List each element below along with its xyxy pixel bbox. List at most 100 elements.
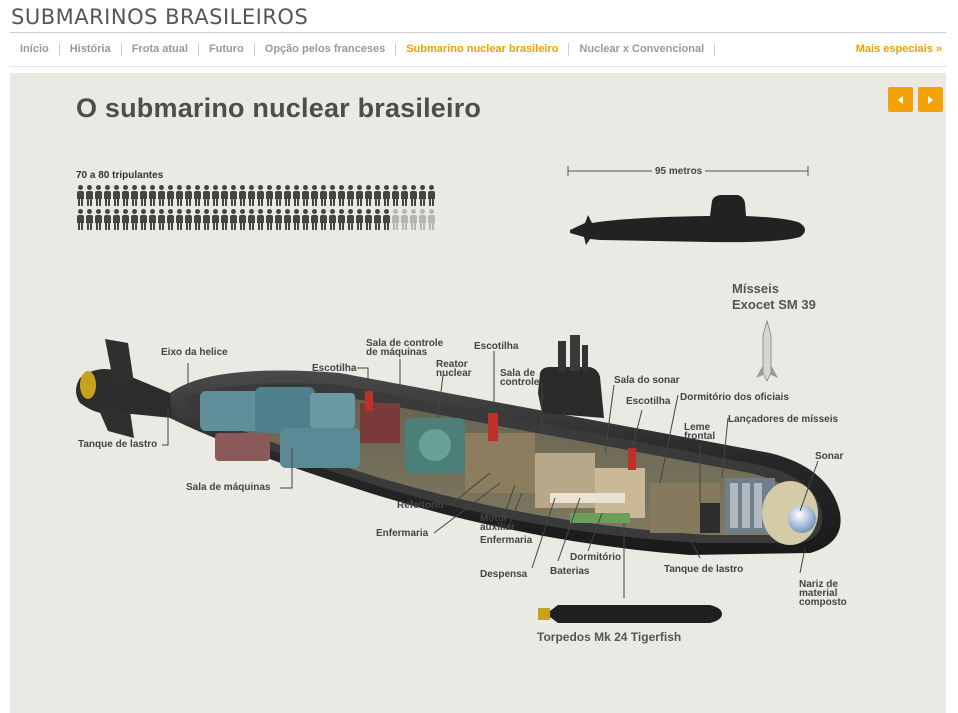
crew-person-icon (220, 185, 228, 207)
crew-person-icon (238, 209, 246, 231)
label-tanque-lastro-proa: Tanque de lastro (664, 564, 744, 575)
label-sala-maquinas: Sala de máquinas (186, 482, 271, 493)
crew-person-icon (382, 185, 390, 207)
crew-person-icon (427, 209, 435, 231)
crew-person-icon (139, 209, 147, 231)
label-enfermaria-1: Enfermaria (376, 528, 429, 539)
missiles-title-line2: Exocet SM 39 (732, 297, 816, 312)
infographic-title: O submarino nuclear brasileiro (76, 93, 482, 123)
title-divider (10, 32, 946, 33)
torpedo-label: Torpedos Mk 24 Tigerfish (537, 630, 682, 644)
label-reator-1: Reator (436, 359, 468, 370)
label-sala-sonar: Sala do sonar (614, 375, 680, 386)
crew-person-icon (193, 209, 201, 231)
crew-person-icon (256, 185, 264, 207)
mais-especiais-link[interactable]: Mais especiais » (855, 43, 942, 55)
crew-person-icon (283, 209, 291, 231)
crew-row-1 (76, 185, 476, 207)
crew-person-icon (301, 209, 309, 231)
crew-count-label: 70 a 80 tripulantes (76, 170, 164, 181)
crew-person-icon (193, 185, 201, 207)
label-tanque-lastro-popa: Tanque de lastro (78, 439, 158, 450)
crew-person-icon (274, 185, 282, 207)
nav-item-submarino-nuclear[interactable]: Submarino nuclear brasileiro (396, 42, 570, 56)
crew-person-icon (346, 209, 354, 231)
label-sala-controle-maquinas-1: Sala de controle (366, 338, 444, 349)
crew-person-icon (220, 209, 228, 231)
label-escotilha-2: Escotilha (474, 341, 519, 352)
crew-person-icon (292, 209, 300, 231)
crew-person-icon (409, 185, 417, 207)
crew-person-icon (337, 209, 345, 231)
crew-person-icon (148, 209, 156, 231)
label-baterias: Baterias (550, 566, 590, 577)
crew-person-icon (364, 185, 372, 207)
crew-person-icon (409, 209, 417, 231)
crew-person-icon (184, 209, 192, 231)
crew-person-icon (427, 185, 435, 207)
section-nav: Início História Frota atual Futuro Opção… (10, 36, 946, 62)
crew-person-icon (346, 185, 354, 207)
crew-person-icon (139, 185, 147, 207)
crew-person-icon (265, 185, 273, 207)
crew-person-icon (355, 209, 363, 231)
crew-person-icon (247, 209, 255, 231)
crew-person-icon (265, 209, 273, 231)
crew-person-icon (310, 209, 318, 231)
crew-person-icon (103, 209, 111, 231)
nav-item-nuclear-convencional[interactable]: Nuclear x Convencional (569, 42, 716, 56)
crew-person-icon (103, 185, 111, 207)
label-sala-controle-2: controle (500, 377, 540, 388)
crew-person-icon (94, 185, 102, 207)
crew-person-icon (229, 185, 237, 207)
nav-item-opcao-franceses[interactable]: Opção pelos franceses (255, 42, 397, 56)
crew-person-icon (175, 185, 183, 207)
crew-person-icon (121, 185, 129, 207)
label-refeitorio: Refeitorio (397, 500, 444, 511)
length-label: 95 metros (652, 166, 706, 177)
crew-person-icon (157, 209, 165, 231)
crew-person-icon (319, 185, 327, 207)
nav-item-inicio[interactable]: Início (10, 42, 60, 56)
crew-person-icon (112, 209, 120, 231)
crew-person-icon (310, 185, 318, 207)
crew-person-icon (175, 209, 183, 231)
crew-person-icon (400, 185, 408, 207)
crew-person-icon (328, 185, 336, 207)
label-nariz-2: material (799, 588, 838, 599)
nav-item-futuro[interactable]: Futuro (199, 42, 255, 56)
label-dormitorio-oficiais: Dormitório dos oficiais (680, 392, 789, 403)
label-eixo-helice: Eixo da helice (161, 347, 228, 358)
label-motor-auxiliar-2: auxiliar (480, 522, 516, 533)
crew-person-icon (166, 209, 174, 231)
crew-person-icon (85, 185, 93, 207)
crew-person-icon (283, 185, 291, 207)
torpedo (538, 605, 722, 623)
crew-person-icon (76, 185, 84, 207)
nav-item-frota-atual[interactable]: Frota atual (122, 42, 199, 56)
submarine-cutaway (76, 335, 841, 555)
label-enfermaria-2: Enfermaria (480, 535, 533, 546)
crew-person-icon (247, 185, 255, 207)
prev-slide-button[interactable] (888, 87, 913, 112)
submarine-illustration (76, 166, 841, 623)
crew-person-icon (184, 185, 192, 207)
label-despensa: Despensa (480, 569, 528, 580)
crew-person-icon (418, 185, 426, 207)
crew-person-icon (373, 209, 381, 231)
crew-person-icon (391, 209, 399, 231)
exocet-missile (756, 319, 778, 382)
next-slide-button[interactable] (918, 87, 943, 112)
crew-person-icon (130, 185, 138, 207)
site-title: SUBMARINOS BRASILEIROS (11, 5, 309, 29)
crew-person-icon (319, 209, 327, 231)
crew-person-icon (121, 209, 129, 231)
crew-pictogram (76, 185, 476, 233)
crew-person-icon (148, 185, 156, 207)
nav-item-historia[interactable]: História (60, 42, 122, 56)
label-sala-controle-1: Sala de (500, 368, 536, 379)
label-escotilha-3: Escotilha (626, 396, 671, 407)
crew-person-icon (211, 209, 219, 231)
label-escotilha-1: Escotilha (312, 363, 357, 374)
crew-person-icon (364, 209, 372, 231)
